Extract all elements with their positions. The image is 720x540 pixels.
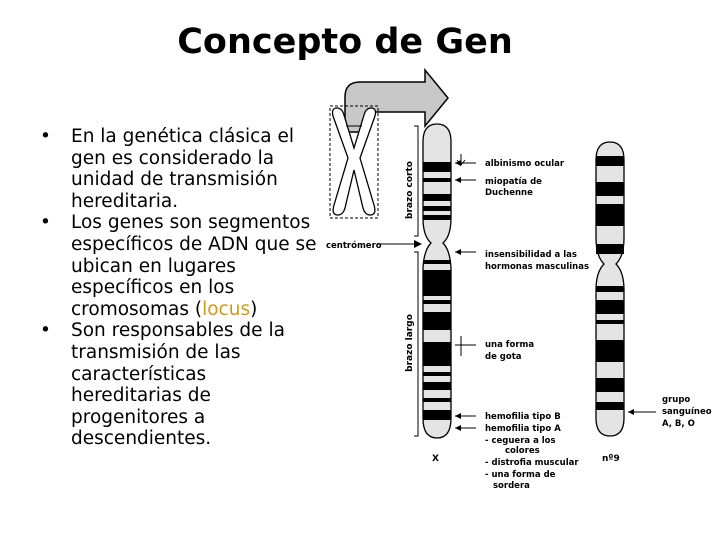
bullet-text: Son responsables de la transmisión de la… (71, 320, 285, 450)
gene-label: miopatía de (485, 177, 542, 187)
arm-brackets (414, 125, 419, 437)
band (423, 398, 451, 402)
band (423, 178, 451, 182)
gene-label: albinismo ocular (485, 159, 565, 169)
replicated-chromosome (329, 105, 379, 219)
band (423, 372, 451, 376)
bullet-list: • En la genética clásica el gen es consi… (40, 126, 320, 450)
gene-pointers (455, 154, 476, 429)
band (596, 204, 624, 226)
gene-label: hemofilia tipo A (485, 424, 561, 434)
long-arm-label: brazo largo (405, 314, 415, 372)
bullet-item: • Son responsables de la transmisión de … (40, 320, 320, 450)
arrow-head (628, 409, 634, 415)
gene-label: hemofilia tipo B (485, 412, 561, 422)
band (423, 410, 451, 420)
gene-label: - una forma de (485, 470, 556, 480)
gene-arrowheads (455, 160, 461, 431)
centromere-label: centrómero (326, 240, 382, 251)
bullet-text-end: ) (250, 298, 258, 320)
chromosome-9-label: nº9 (602, 454, 620, 464)
band (423, 215, 451, 220)
band (423, 312, 451, 330)
gene-label: hormonas masculinas (485, 262, 589, 272)
band (596, 244, 624, 254)
bullet-item: • En la genética clásica el gen es consi… (40, 126, 320, 212)
x-chromosome (422, 123, 452, 439)
blood-group-label: A, B, O (662, 419, 695, 429)
band (596, 402, 624, 410)
band (596, 340, 624, 362)
gene-label: sordera (493, 481, 530, 491)
bullet-item: • Los genes son segmentos específicos de… (40, 212, 320, 320)
gene-label: colores (505, 446, 540, 456)
band (423, 194, 451, 201)
blood-group-label: grupo (662, 395, 690, 405)
slide-title: Concepto de Gen (177, 22, 513, 62)
band (423, 342, 451, 366)
band (596, 286, 624, 292)
bullet-icon: • (40, 126, 51, 147)
chromosome-9 (595, 141, 625, 437)
band (423, 260, 451, 264)
gene-label: - distrofia muscular (485, 458, 579, 468)
band (423, 206, 451, 211)
locus-term: locus (202, 298, 251, 320)
bullet-text: Los genes son segmentos específicos de A… (71, 212, 317, 320)
short-arm-label: brazo corto (405, 161, 415, 219)
band (596, 378, 624, 392)
gene-label: de gota (485, 352, 522, 362)
gene-label: Duchenne (485, 188, 533, 198)
bullet-icon: • (40, 320, 51, 342)
band (596, 182, 624, 196)
band (596, 156, 624, 166)
band (423, 382, 451, 390)
band (423, 162, 451, 172)
arrow-head (414, 240, 422, 248)
band (423, 270, 451, 296)
band (596, 320, 624, 324)
bullet-icon: • (40, 212, 51, 234)
band (596, 300, 624, 314)
x-chromosome-label: X (432, 454, 439, 464)
curved-arrow (344, 67, 449, 133)
gene-label: una forma (485, 340, 534, 350)
blood-group-label: sanguíneo (662, 407, 712, 417)
bullet-text: En la genética clásica el gen es conside… (71, 126, 295, 212)
band (423, 300, 451, 304)
gene-label: insensibilidad a las (485, 250, 577, 260)
gene-label: - ceguera a los (485, 436, 556, 446)
